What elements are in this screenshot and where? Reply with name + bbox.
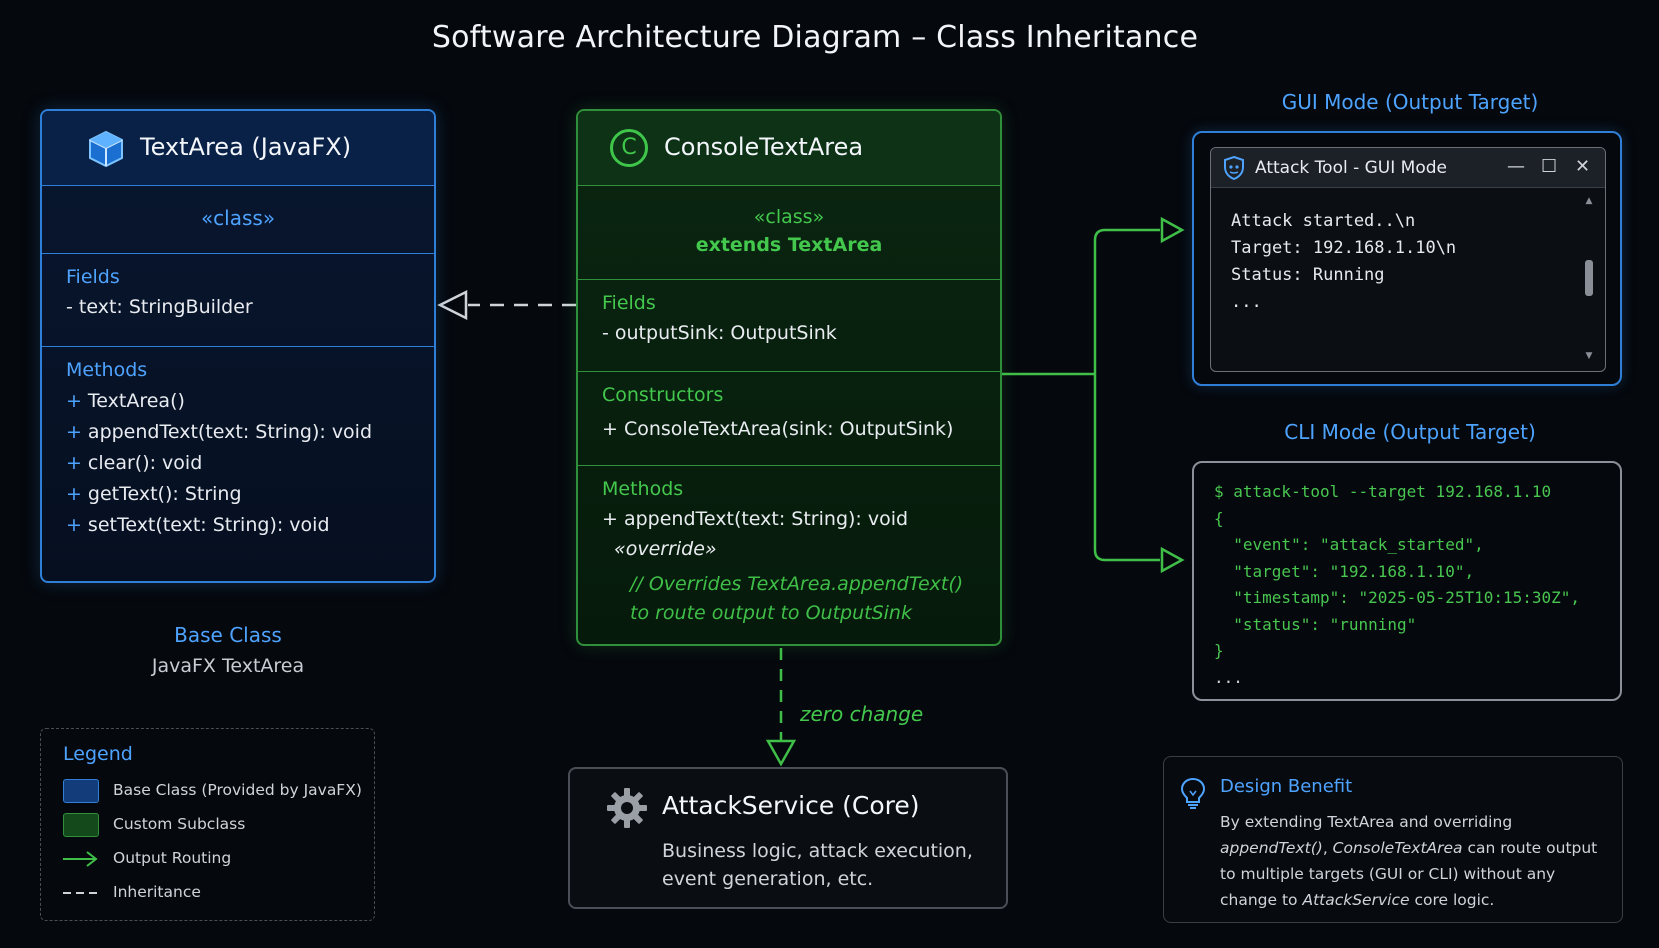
base-class-method: +appendText(text: String): void: [66, 421, 373, 443]
scroll-down-icon[interactable]: ▼: [1585, 351, 1593, 361]
base-class-caption: Base Class: [174, 623, 282, 647]
base-class-method: +getText(): String: [66, 483, 242, 505]
service-title: AttackService (Core): [662, 791, 920, 820]
service-description: Business logic, attack execution, event …: [662, 840, 973, 890]
cli-output-line: "target": "192.168.1.10",: [1214, 561, 1475, 581]
subclass-extends: extends TextArea: [695, 234, 883, 256]
subclass-stereotype-block: «class» extends TextArea: [578, 186, 1000, 280]
cli-output-line: "status": "running": [1214, 614, 1417, 634]
gui-output-line: ...: [1231, 292, 1262, 312]
legend-swatch-green: [63, 813, 99, 837]
routing-line-gui: [1093, 228, 1160, 374]
subclass-constructors: Constructors + ConsoleTextArea(sink: Out…: [578, 372, 1000, 466]
class-c-icon: C: [610, 129, 648, 167]
gui-window-titlebar: Attack Tool - GUI Mode — ☐ ✕: [1211, 148, 1605, 188]
lightbulb-icon: [1180, 777, 1206, 813]
legend-dashed-icon: [63, 892, 99, 894]
base-class-stereotype: «class»: [42, 186, 434, 254]
routing-arrowhead-cli: [1160, 546, 1185, 574]
base-class-methods: Methods +TextArea() +appendText(text: St…: [42, 347, 434, 536]
base-class-name: TextArea (JavaFX): [140, 133, 352, 161]
close-button[interactable]: ✕: [1575, 156, 1591, 177]
override-comment: // Overrides TextArea.appendText() to ro…: [630, 573, 964, 624]
cli-output-line: "timestamp": "2025-05-25T10:15:30Z",: [1214, 588, 1581, 607]
base-class-box: TextArea (JavaFX) «class» Fields - text:…: [40, 109, 436, 583]
gui-scrollbar[interactable]: ▲ ▼: [1583, 196, 1595, 361]
base-class-method: +TextArea(): [66, 390, 185, 412]
legend-item-routing: Output Routing: [63, 847, 363, 871]
cli-command: $ attack-tool --target 192.168.1.10: [1214, 482, 1552, 501]
gui-output-line: Attack started..\n: [1231, 211, 1416, 231]
gui-window: Attack Tool - GUI Mode — ☐ ✕ Attack star…: [1210, 147, 1606, 372]
subclass-constructors-label: Constructors: [602, 384, 724, 406]
cli-output-line: {: [1214, 508, 1224, 528]
base-class-methods-label: Methods: [66, 359, 148, 381]
base-class-caption-sub: JavaFX TextArea: [151, 655, 305, 677]
legend-arrow-icon: [63, 851, 98, 867]
service-box: AttackService (Core) Business logic, att…: [568, 767, 1008, 909]
cli-mode-label: CLI Mode (Output Target): [1284, 420, 1536, 444]
base-class-fields-label: Fields: [66, 266, 120, 288]
zero-change-label: zero change: [800, 702, 924, 726]
base-class-method: +setText(text: String): void: [66, 514, 330, 536]
cli-output-line: ...: [1214, 667, 1243, 687]
gui-window-title: Attack Tool - GUI Mode: [1255, 158, 1447, 178]
gui-output-line: Target: 192.168.1.10\n: [1231, 238, 1457, 258]
design-benefit-box: Design Benefit By extending TextArea and…: [1163, 756, 1623, 923]
scroll-up-icon[interactable]: ▲: [1585, 196, 1593, 206]
routing-arrowhead-gui: [1160, 216, 1185, 244]
override-stereotype: «override»: [614, 538, 717, 560]
legend-label: Output Routing: [113, 849, 232, 867]
gui-mode-label: GUI Mode (Output Target): [1281, 90, 1539, 114]
design-benefit-title: Design Benefit: [1220, 776, 1353, 797]
scroll-thumb[interactable]: [1585, 260, 1593, 296]
cube-icon: [86, 129, 126, 173]
subclass-field: - outputSink: OutputSink: [602, 322, 837, 344]
subclass-header: C ConsoleTextArea: [578, 111, 1000, 186]
legend-box: Legend Base Class (Provided by JavaFX) C…: [40, 728, 375, 921]
subclass-methods: Methods + appendText(text: String): void…: [578, 466, 1000, 628]
subclass-fields: Fields - outputSink: OutputSink: [578, 280, 1000, 372]
inheritance-arrowhead: [437, 289, 468, 321]
legend-item-inheritance: Inheritance: [63, 881, 363, 905]
gui-output-line: Status: Running: [1231, 265, 1385, 285]
subclass-name: ConsoleTextArea: [664, 133, 864, 161]
legend-item-subclass: Custom Subclass: [63, 813, 363, 837]
gui-output: Attack started..\n Target: 192.168.1.10\…: [1211, 188, 1605, 316]
legend-title: Legend: [63, 743, 133, 765]
subclass-fields-label: Fields: [602, 292, 656, 314]
base-class-header: TextArea (JavaFX): [42, 111, 434, 186]
cli-output-line: }: [1214, 641, 1224, 660]
diagram-title: Software Architecture Diagram – Class In…: [431, 20, 1199, 55]
base-class-field: - text: StringBuilder: [66, 296, 253, 318]
base-class-fields: Fields - text: StringBuilder: [42, 254, 434, 347]
gear-icon: [606, 787, 648, 833]
routing-line-cli: [1093, 374, 1160, 562]
legend-label: Custom Subclass: [113, 815, 246, 833]
shield-cat-icon: [1223, 155, 1245, 184]
zero-change-arrowhead: [765, 739, 797, 767]
cli-output-line: "event": "attack_started",: [1214, 535, 1484, 554]
legend-label: Base Class (Provided by JavaFX): [113, 781, 362, 799]
gui-mode-box: Attack Tool - GUI Mode — ☐ ✕ Attack star…: [1192, 131, 1622, 386]
legend-swatch-blue: [63, 779, 99, 803]
maximize-button[interactable]: ☐: [1541, 156, 1558, 177]
subclass-methods-label: Methods: [602, 478, 684, 500]
legend-item-base: Base Class (Provided by JavaFX): [63, 779, 363, 803]
subclass-stereotype: «class»: [753, 206, 825, 228]
subclass-constructor: + ConsoleTextArea(sink: OutputSink): [602, 418, 954, 440]
legend-label: Inheritance: [113, 883, 201, 901]
base-class-method: +clear(): void: [66, 452, 203, 474]
subclass-box: C ConsoleTextArea «class» extends TextAr…: [576, 109, 1002, 646]
minimize-button[interactable]: —: [1507, 156, 1525, 177]
cli-mode-box: $ attack-tool --target 192.168.1.10 { "e…: [1192, 461, 1622, 701]
subclass-method: + appendText(text: String): void: [602, 508, 909, 530]
design-benefit-text: By extending TextArea and overriding app…: [1220, 813, 1598, 909]
